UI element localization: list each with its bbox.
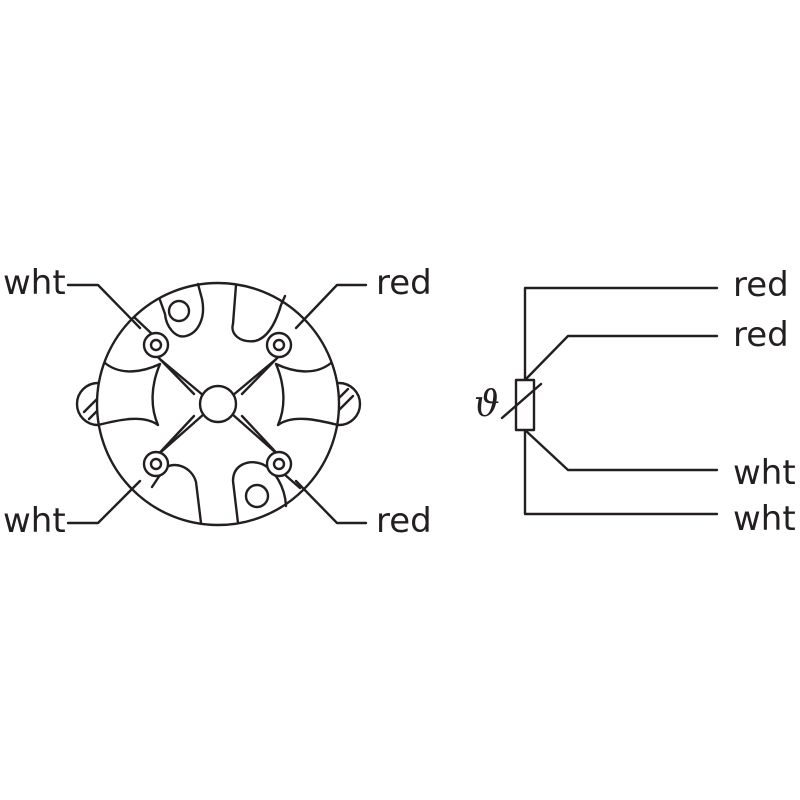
- wire-wht-1: [523, 428, 719, 472]
- wire-wht-2: [523, 428, 719, 516]
- temperature-symbol: ϑ: [474, 384, 500, 425]
- label-top-left: wht: [3, 263, 66, 303]
- variable-slash: [500, 382, 543, 420]
- terminal-bridge: [150, 349, 286, 463]
- mounting-hole-top: [167, 299, 191, 323]
- schematic-label-1: red: [733, 265, 789, 305]
- label-bottom-left: wht: [3, 501, 66, 541]
- leader-bottom-right: [294, 479, 368, 525]
- label-top-right: red: [376, 263, 432, 303]
- wire-red-1: [523, 286, 719, 382]
- center-post: [198, 384, 238, 424]
- schematic-label-3: wht: [733, 453, 796, 493]
- terminal-screw-bottom-left: [142, 450, 170, 478]
- schematic: ϑ red red wht wht: [474, 265, 796, 539]
- schematic-label-2: red: [733, 315, 789, 355]
- terminal-head: wht red wht red: [3, 263, 432, 541]
- terminal-screw-bottom-right: [265, 450, 293, 478]
- sector-divider-top: [132, 282, 287, 343]
- leader-top-left: [66, 283, 142, 330]
- wire-red-2: [523, 334, 719, 382]
- insulator-outline: [96, 361, 162, 427]
- leader-bottom-left: [66, 479, 142, 525]
- label-bottom-right: red: [376, 501, 432, 541]
- mounting-hole-bottom: [244, 483, 270, 509]
- leader-top-right: [294, 283, 368, 330]
- terminal-screw-top-left: [142, 331, 170, 359]
- terminal-screw-top-right: [265, 331, 293, 359]
- schematic-label-4: wht: [733, 499, 796, 539]
